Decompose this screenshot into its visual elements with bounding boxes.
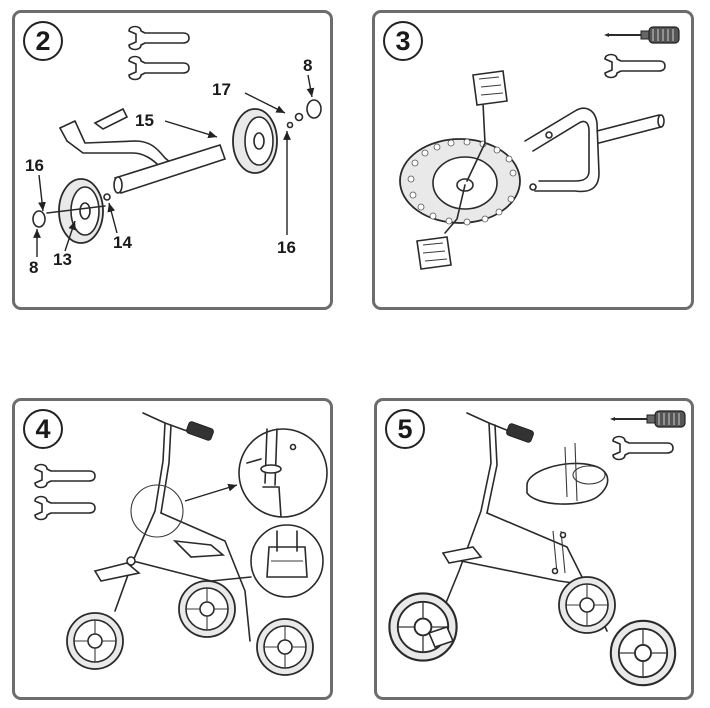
rear-axle xyxy=(59,107,227,194)
pedal xyxy=(427,626,455,648)
callout-16: 16 xyxy=(25,156,44,175)
rear-wheel xyxy=(178,580,236,638)
step-3-panel: 3 xyxy=(372,10,694,310)
callout-13: 13 xyxy=(53,250,72,269)
hardware xyxy=(32,99,322,228)
wrench-icon xyxy=(34,463,96,489)
detail-callout-top xyxy=(130,428,328,538)
detail-callout-bottom xyxy=(250,524,324,598)
rear-wheel xyxy=(609,619,677,687)
step-4-panel: 4 xyxy=(12,398,333,700)
front-fork xyxy=(524,107,665,193)
callout-8: 8 xyxy=(303,56,312,75)
step-number: 5 xyxy=(385,409,425,449)
step-2-illustration: 8 17 15 16 14 13 8 16 xyxy=(25,25,322,277)
wrench-icon xyxy=(604,53,666,79)
rear-wheel xyxy=(558,576,616,634)
callouts: 8 17 15 16 14 13 8 16 xyxy=(25,56,315,277)
callout-16: 16 xyxy=(277,238,296,257)
pedal-cranks xyxy=(416,70,508,270)
step-number: 4 xyxy=(23,409,63,449)
rear-wheel xyxy=(256,618,314,676)
callout-14: 14 xyxy=(113,233,132,252)
step-number: 2 xyxy=(23,21,63,61)
seat xyxy=(526,442,609,575)
wrench-icon xyxy=(128,55,190,81)
step-2-panel: 2 xyxy=(12,10,333,310)
tricycle-frame xyxy=(93,412,252,642)
step-5-panel: 5 xyxy=(374,398,694,700)
front-wheel xyxy=(399,138,521,226)
front-wheel xyxy=(66,612,124,670)
callout-17: 17 xyxy=(212,80,231,99)
step-5-illustration xyxy=(388,410,686,687)
step-3-illustration xyxy=(399,26,680,270)
callout-15: 15 xyxy=(135,111,154,130)
callout-8: 8 xyxy=(29,258,38,277)
wrench-icon xyxy=(34,495,96,521)
screwdriver-icon xyxy=(603,26,680,44)
wrench-icon xyxy=(612,435,674,461)
screwdriver-icon xyxy=(609,410,686,428)
step-4-illustration xyxy=(34,412,328,676)
wrench-icon xyxy=(128,25,190,51)
step-number: 3 xyxy=(383,21,423,61)
right-wheel xyxy=(232,108,278,174)
